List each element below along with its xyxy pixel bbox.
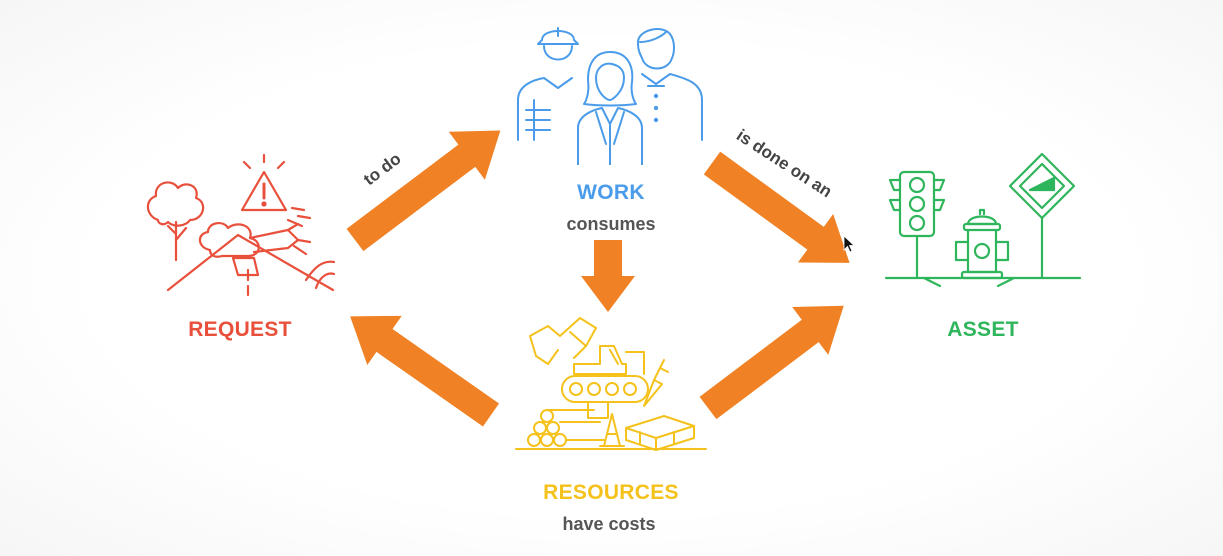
hazard-tree-road-icon <box>146 153 336 297</box>
arrow-resources-to-asset <box>699 305 844 420</box>
arrow-work-to-resources <box>581 240 635 312</box>
node-sublabel-consumes: consumes <box>566 214 656 234</box>
excavator-materials-icon <box>515 317 707 451</box>
arrow-request-to-work <box>346 130 501 252</box>
node-label-request: REQUEST <box>188 318 292 341</box>
node-label-work: WORK <box>577 181 645 204</box>
mouse-cursor-icon <box>843 235 856 253</box>
traffic-light-hydrant-sign-icon <box>884 152 1082 288</box>
node-label-resources: RESOURCES <box>543 481 679 504</box>
workers-group-icon <box>517 27 703 165</box>
node-label-asset: ASSET <box>947 318 1019 341</box>
arrow-resources-to-request <box>350 315 500 427</box>
arrow-work-to-asset <box>703 151 850 263</box>
node-sublabel-have-costs: have costs <box>562 514 656 534</box>
